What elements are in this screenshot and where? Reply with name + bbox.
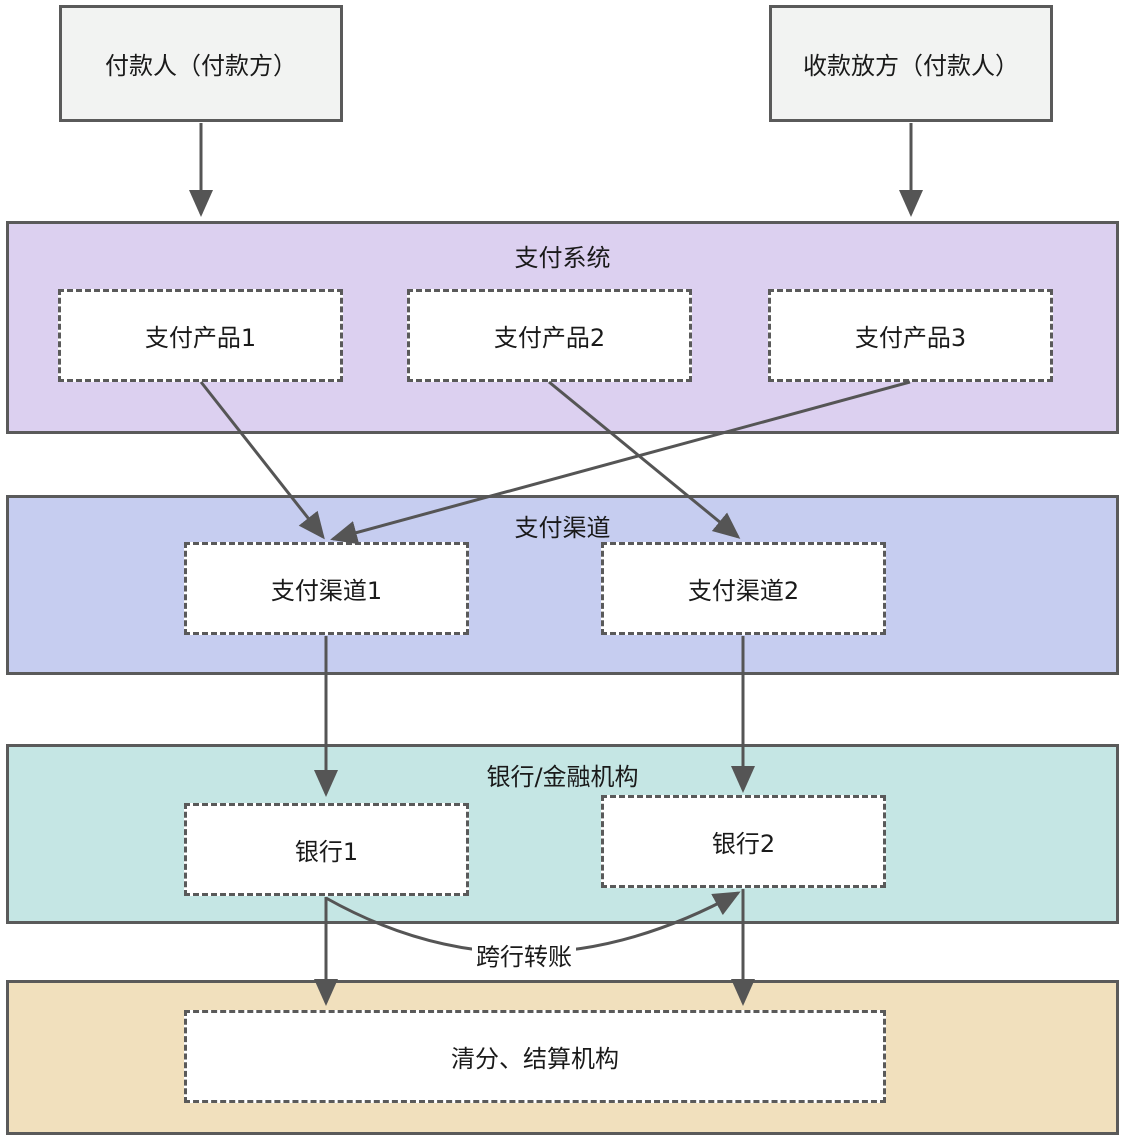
payment-product-2-label: 支付产品2	[493, 324, 606, 352]
clearing-settlement-node: 清分、结算机构	[184, 1010, 886, 1103]
payment-system-title: 支付系统	[514, 244, 611, 272]
payer-label: 付款人（付款方）	[105, 52, 297, 80]
payer-box: 付款人（付款方）	[59, 5, 343, 122]
payment-product-3-label: 支付产品3	[854, 324, 967, 352]
payment-product-1: 支付产品1	[58, 289, 343, 382]
interbank-transfer-label: 跨行转账	[472, 937, 576, 972]
payment-product-3: 支付产品3	[768, 289, 1053, 382]
bank-1: 银行1	[184, 803, 469, 896]
arrow-product2-to-channel2	[548, 380, 741, 539]
payment-product-1-label: 支付产品1	[144, 324, 257, 352]
bank-2-label: 银行2	[711, 830, 776, 858]
payment-channel-2-label: 支付渠道2	[687, 577, 800, 605]
payment-channel-2: 支付渠道2	[601, 542, 886, 635]
bank-1-label: 银行1	[294, 838, 359, 866]
payee-box: 收款放方（付款人）	[769, 5, 1053, 122]
payee-label: 收款放方（付款人）	[803, 52, 1019, 80]
bank-title: 银行/金融机构	[486, 763, 639, 791]
arrow-product3-to-channel1	[330, 380, 911, 545]
arrow-product1-to-channel1	[199, 381, 325, 540]
payment-channel-title: 支付渠道	[514, 514, 611, 542]
clearing-settlement-label: 清分、结算机构	[451, 1045, 619, 1073]
payment-product-2: 支付产品2	[407, 289, 692, 382]
bank-2: 银行2	[601, 795, 886, 888]
payment-channel-1: 支付渠道1	[184, 542, 469, 635]
payment-channel-1-label: 支付渠道1	[270, 577, 383, 605]
